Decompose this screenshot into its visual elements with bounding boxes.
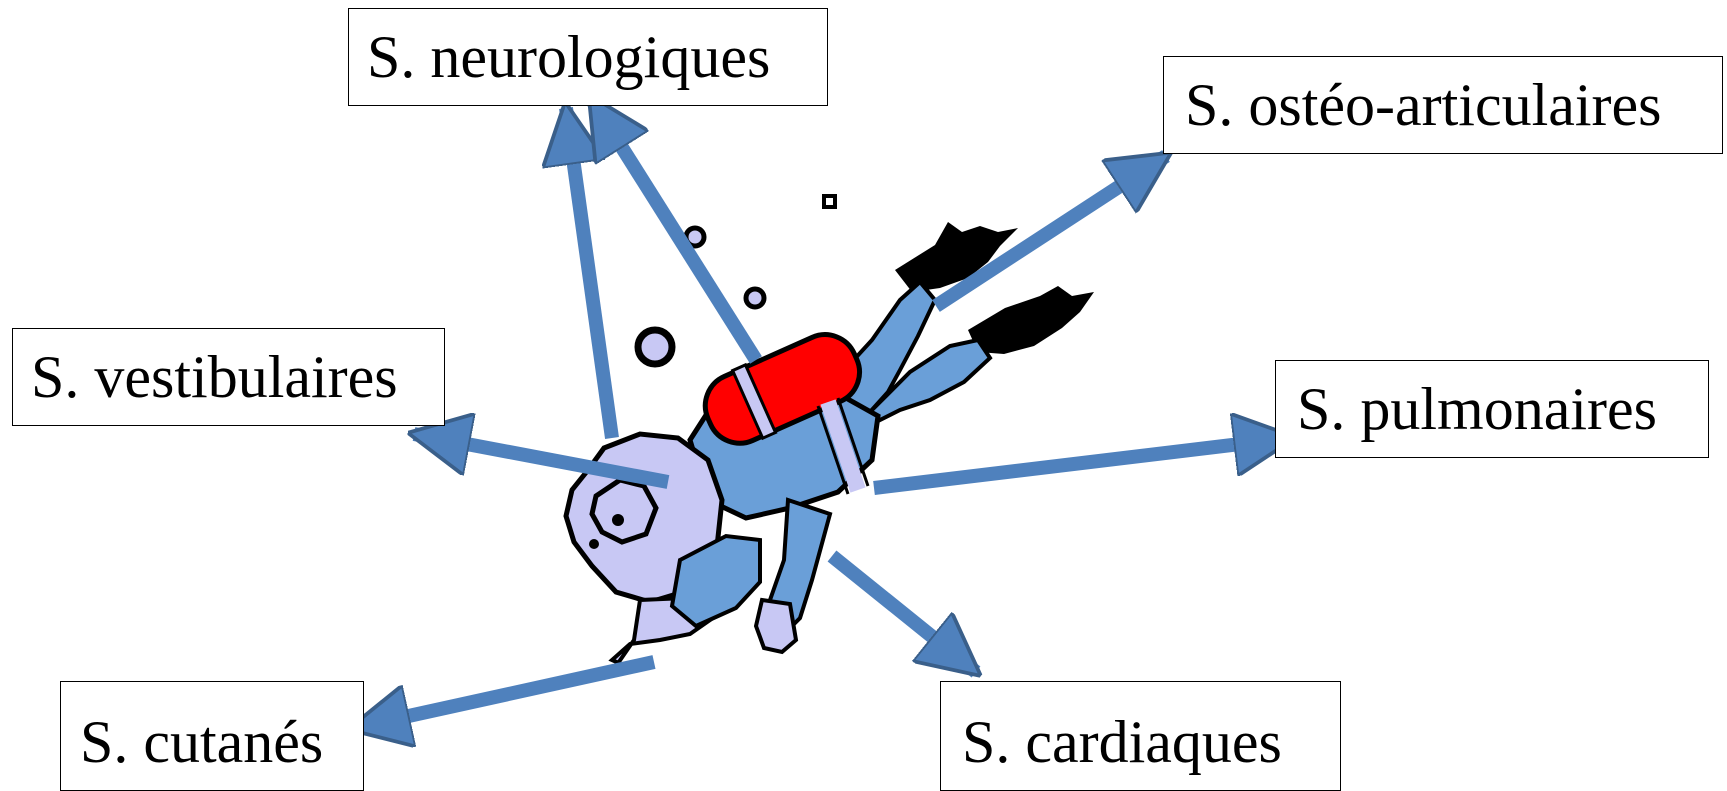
mask [592,480,656,542]
label-neurologiques: S. neurologiques [348,8,828,106]
label-pulmonaires: S. pulmonaires [1275,360,1709,458]
bubble [638,330,672,364]
arrow-cutanes [354,662,654,728]
fin-lower [968,286,1094,354]
eye [612,514,624,526]
hand [756,600,796,652]
arrow-cardiaques [832,556,976,672]
label-cutanes: S. cutanés [60,681,364,791]
label-vestibulaires: S. vestibulaires [12,328,445,426]
arrow-neurologiques-1 [566,108,612,438]
arrow-pulmonaires [874,438,1290,488]
label-osteo-articulaires: S. ostéo-articulaires [1163,56,1723,154]
arrow-neurologiques-2 [592,100,756,360]
bubble [824,196,835,207]
bubble [746,289,764,307]
scuba-diver-icon [566,222,1094,672]
label-cardiaques: S. cardiaques [940,681,1341,791]
eye [589,539,599,549]
